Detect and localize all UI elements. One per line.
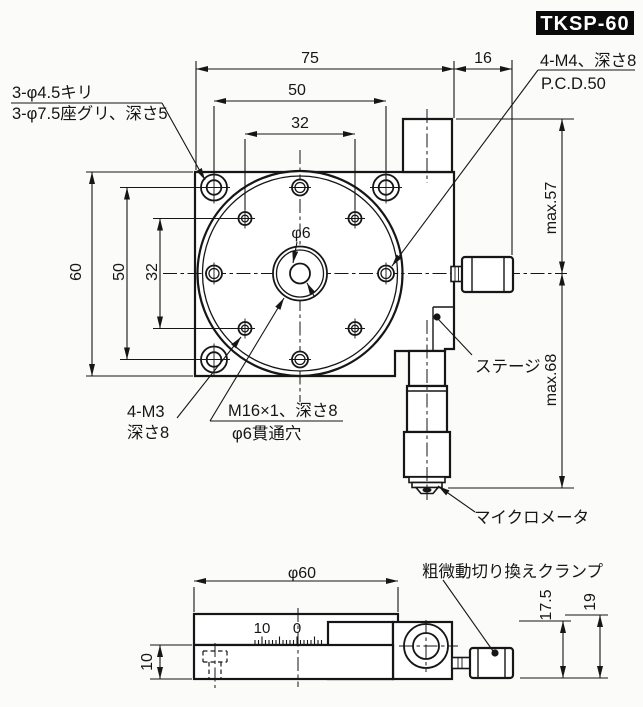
knob-band xyxy=(463,271,512,278)
note-m16-line1: M16×1、深さ8 xyxy=(228,401,338,420)
dimensions-top-view: 75 16 50 32 60 50 32 max.57 max.68 φ6 xyxy=(68,50,574,489)
dim-max57: max.57 xyxy=(543,182,560,235)
label-stage: ステージ xyxy=(475,358,541,376)
center-boss xyxy=(272,245,328,302)
note-m4-line1: 4-M4、深さ8 xyxy=(540,51,636,70)
dim-50-h: 50 xyxy=(288,82,306,99)
dim-phi60: φ60 xyxy=(288,565,316,582)
m4-holes xyxy=(205,178,395,369)
dim-32-v: 32 xyxy=(144,263,161,281)
micrometer xyxy=(402,320,452,500)
label-clamp: 粗微動切り換えクランプ xyxy=(422,562,604,581)
m3-hole xyxy=(235,318,255,339)
dim-50-v: 50 xyxy=(111,263,128,281)
badge-background xyxy=(536,11,634,35)
note-m16-line2: φ6貫通穴 xyxy=(232,424,301,443)
vernier-ticks xyxy=(254,636,323,645)
m3-holes xyxy=(235,208,365,339)
clamp-knob-shaft xyxy=(451,656,471,670)
dim-16: 16 xyxy=(474,50,492,67)
clamp-leader-dot xyxy=(491,649,499,657)
part-number-badge: TKSP-60 xyxy=(536,11,634,35)
dim-17-5: 17.5 xyxy=(538,589,555,620)
m4-hole xyxy=(289,350,311,369)
scale-label-10: 10 xyxy=(254,620,271,637)
stage-leader-dot xyxy=(433,313,441,321)
dim-32-h: 32 xyxy=(291,115,309,132)
note-counterbore-line1: 3-φ4.5キリ xyxy=(12,84,93,102)
notes-top-view: 3-φ4.5キリ 3-φ7.5座グリ、深さ5 4-M4、深さ8 P.C.D.50… xyxy=(11,51,636,527)
dim-max68: max.68 xyxy=(543,354,560,407)
m4-hole xyxy=(377,262,395,285)
m3-hole xyxy=(345,318,365,339)
note-counterbore-line2: 3-φ7.5座グリ、深さ5 xyxy=(12,104,168,123)
dimensions-side-view: φ60 10 17.5 19 粗微動切り換えクランプ xyxy=(139,562,608,680)
m4-hole xyxy=(289,178,311,197)
clamp-knob-side-view xyxy=(451,646,515,680)
knob-shaft xyxy=(450,265,463,283)
part-number-text: TKSP-60 xyxy=(540,13,629,35)
note-m3-line1: 4-M3 xyxy=(127,403,165,421)
note-m3-line2: 深さ8 xyxy=(127,423,169,442)
scale-label-0: 0 xyxy=(293,620,301,637)
note-m4-line2: P.C.D.50 xyxy=(541,75,606,93)
clamp-housing-step xyxy=(432,306,454,351)
m3-hole xyxy=(235,208,255,229)
dim-10: 10 xyxy=(139,653,156,671)
side-view: 10 0 xyxy=(192,608,515,688)
counterbore-hole xyxy=(370,171,402,204)
top-view xyxy=(163,109,567,500)
dim-75: 75 xyxy=(301,50,319,67)
clamp-knob-top-view xyxy=(450,255,515,294)
dim-19: 19 xyxy=(582,593,599,611)
counterbore-hole xyxy=(198,343,230,376)
dim-60-v: 60 xyxy=(68,263,85,281)
base-block xyxy=(192,643,395,681)
micrometer-tip xyxy=(422,487,432,493)
callout-phi6: φ6 xyxy=(291,225,310,242)
label-micrometer: マイクロメータ xyxy=(474,508,589,527)
m3-hole xyxy=(345,208,365,229)
m4-hole xyxy=(205,262,223,285)
counterbore-holes xyxy=(198,171,402,376)
